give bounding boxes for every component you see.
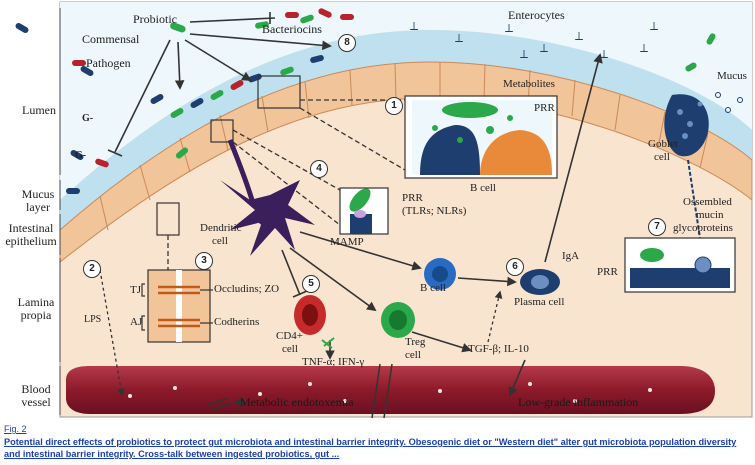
commensal-label: Commensal [82,32,140,46]
tgf-label: TGF-β; IL-10 [468,343,529,355]
zone-label-epithelium: Intestinal epithelium [0,222,62,248]
metabolic-endotoxemia-label: Metabolic endotoxemia [240,395,354,409]
zoom-connectors [167,99,406,275]
probiotic-arrows [107,12,332,157]
bacteriocins-label: Bacteriocins [262,22,322,36]
mamp-label: MAMP [330,236,364,248]
prr-tlrs-line2: (TLRs; NLRs) [402,205,467,217]
detail-box-3 [147,269,211,343]
cd4-block [321,337,335,349]
metabolites-label: Metabolites [503,78,555,90]
g-minus-label-1: G- [82,113,94,124]
svg-text:⟂: ⟂ [520,47,528,61]
marker-6: 6 [506,258,524,276]
treg-line2: cell [405,349,421,361]
lumen-label: Lumen [22,103,56,117]
diagram-canvas: ⟂⟂⟂ ⟂⟂⟂ ⟂⟂⟂ [15,1,753,419]
enterocytes-label: Enterocytes [508,8,565,22]
enterocyte-markers: ⟂⟂⟂ ⟂⟂⟂ ⟂⟂⟂ [410,19,658,61]
mucus-layer-line2: layer [26,200,50,214]
lamina-line1: Lamina [17,295,55,309]
svg-text:⟂: ⟂ [650,19,658,33]
ossembled-line2: mucin [696,209,724,221]
b-cell-label: B cell [420,282,446,294]
epithelium-line1: Intestinal [8,221,54,235]
treg-line1: Treg [405,336,426,348]
figure-link[interactable]: Fig. 2 [4,424,27,434]
cd4-line1: CD4+ [276,330,303,342]
zone-label-lumen: Lumen [18,104,60,117]
marker-8: 8 [338,34,356,52]
goblet-cell [664,92,743,157]
aj-label: AJ [130,316,143,328]
prr-tlrs-line1: PRR [402,192,423,204]
lamina-arrows [233,53,603,407]
b-cell-box-label: B cell [470,182,496,194]
zone-label-lamina: Lamina propia [12,296,60,322]
probiotic-icon [170,22,186,33]
low-grade-inflammation-label: Low-grade inflammation [518,395,639,409]
marker-5: 5 [302,275,320,293]
epithelium-line2: epithelium [5,234,57,248]
pathogen-label: Pathogen [86,56,131,70]
prr-label: PRR [534,102,555,114]
blood-vessel-line1: Blood [21,382,51,396]
svg-text:⟂: ⟂ [640,41,648,55]
svg-text:⟂: ⟂ [575,29,583,43]
zone-label-blood-vessel: Blood vessel [12,383,60,409]
blood-vessel [66,366,715,414]
dendritic-line1: Dendritic [200,222,242,234]
detail-box-4 [339,187,389,235]
g-minus-label-2: G- [75,150,87,161]
lumen-region [60,2,752,200]
ossembled-line3: glycoproteins [673,222,733,234]
marker-2: 2 [83,260,101,278]
plasma-cell-label: Plasma cell [514,296,565,308]
lamina-line2: propia [20,308,52,322]
mucus-layer-region [60,30,752,230]
figure-diagram: ⟂⟂⟂ ⟂⟂⟂ ⟂⟂⟂ [0,1,753,419]
tnf-label: TNF-α; IFN-γ [302,356,365,368]
tj-aj-brackets [141,283,213,331]
tj-label: TJ [130,284,141,296]
svg-text:⟂: ⟂ [540,41,548,55]
dendritic-line2: cell [212,235,228,247]
blood-vessel-line2: vessel [21,395,51,409]
marker-1: 1 [385,97,403,115]
marker-7: 7 [648,218,666,236]
blood-cells [128,382,652,403]
cross-lines [207,363,393,419]
marker-4: 4 [310,160,328,178]
commensal-icon [15,23,29,33]
marker-3: 3 [195,252,213,270]
mucus-layer-line1: Mucus [21,187,55,201]
prr-mucin-label: PRR [597,266,618,278]
svg-text:⟂: ⟂ [455,31,463,45]
dendritic-cell [220,139,315,256]
occludins-label: Occludins; ZO [214,283,280,295]
ossembled-line1: Ossembled [683,196,732,208]
probiotic-label: Probiotic [133,12,177,26]
mucus-label: Mucus [717,70,747,82]
figure-caption-link[interactable]: Potential direct effects of probiotics t… [4,437,737,459]
codherins-label: Codherins [214,316,260,328]
detail-box-1 [404,95,558,179]
svg-text:⟂: ⟂ [505,21,513,35]
iga-label: IgA [562,250,580,262]
mucin-arrows [687,159,701,239]
zone-label-mucus-layer: Mucus layer [14,188,62,214]
zoom-boxes [156,75,301,236]
svg-text:⟂: ⟂ [600,47,608,61]
svg-text:⟂: ⟂ [410,19,418,33]
dashed-arrows [99,269,503,397]
pathogen-icon [72,60,86,66]
lps-label: LPS [84,314,102,325]
detail-box-7 [624,237,736,293]
immune-cells [294,258,560,338]
cd4-line2: cell [282,343,298,355]
epithelium-region [59,61,753,264]
goblet-label-line2: cell [654,151,670,163]
goblet-label-line1: Goblet [648,138,678,150]
